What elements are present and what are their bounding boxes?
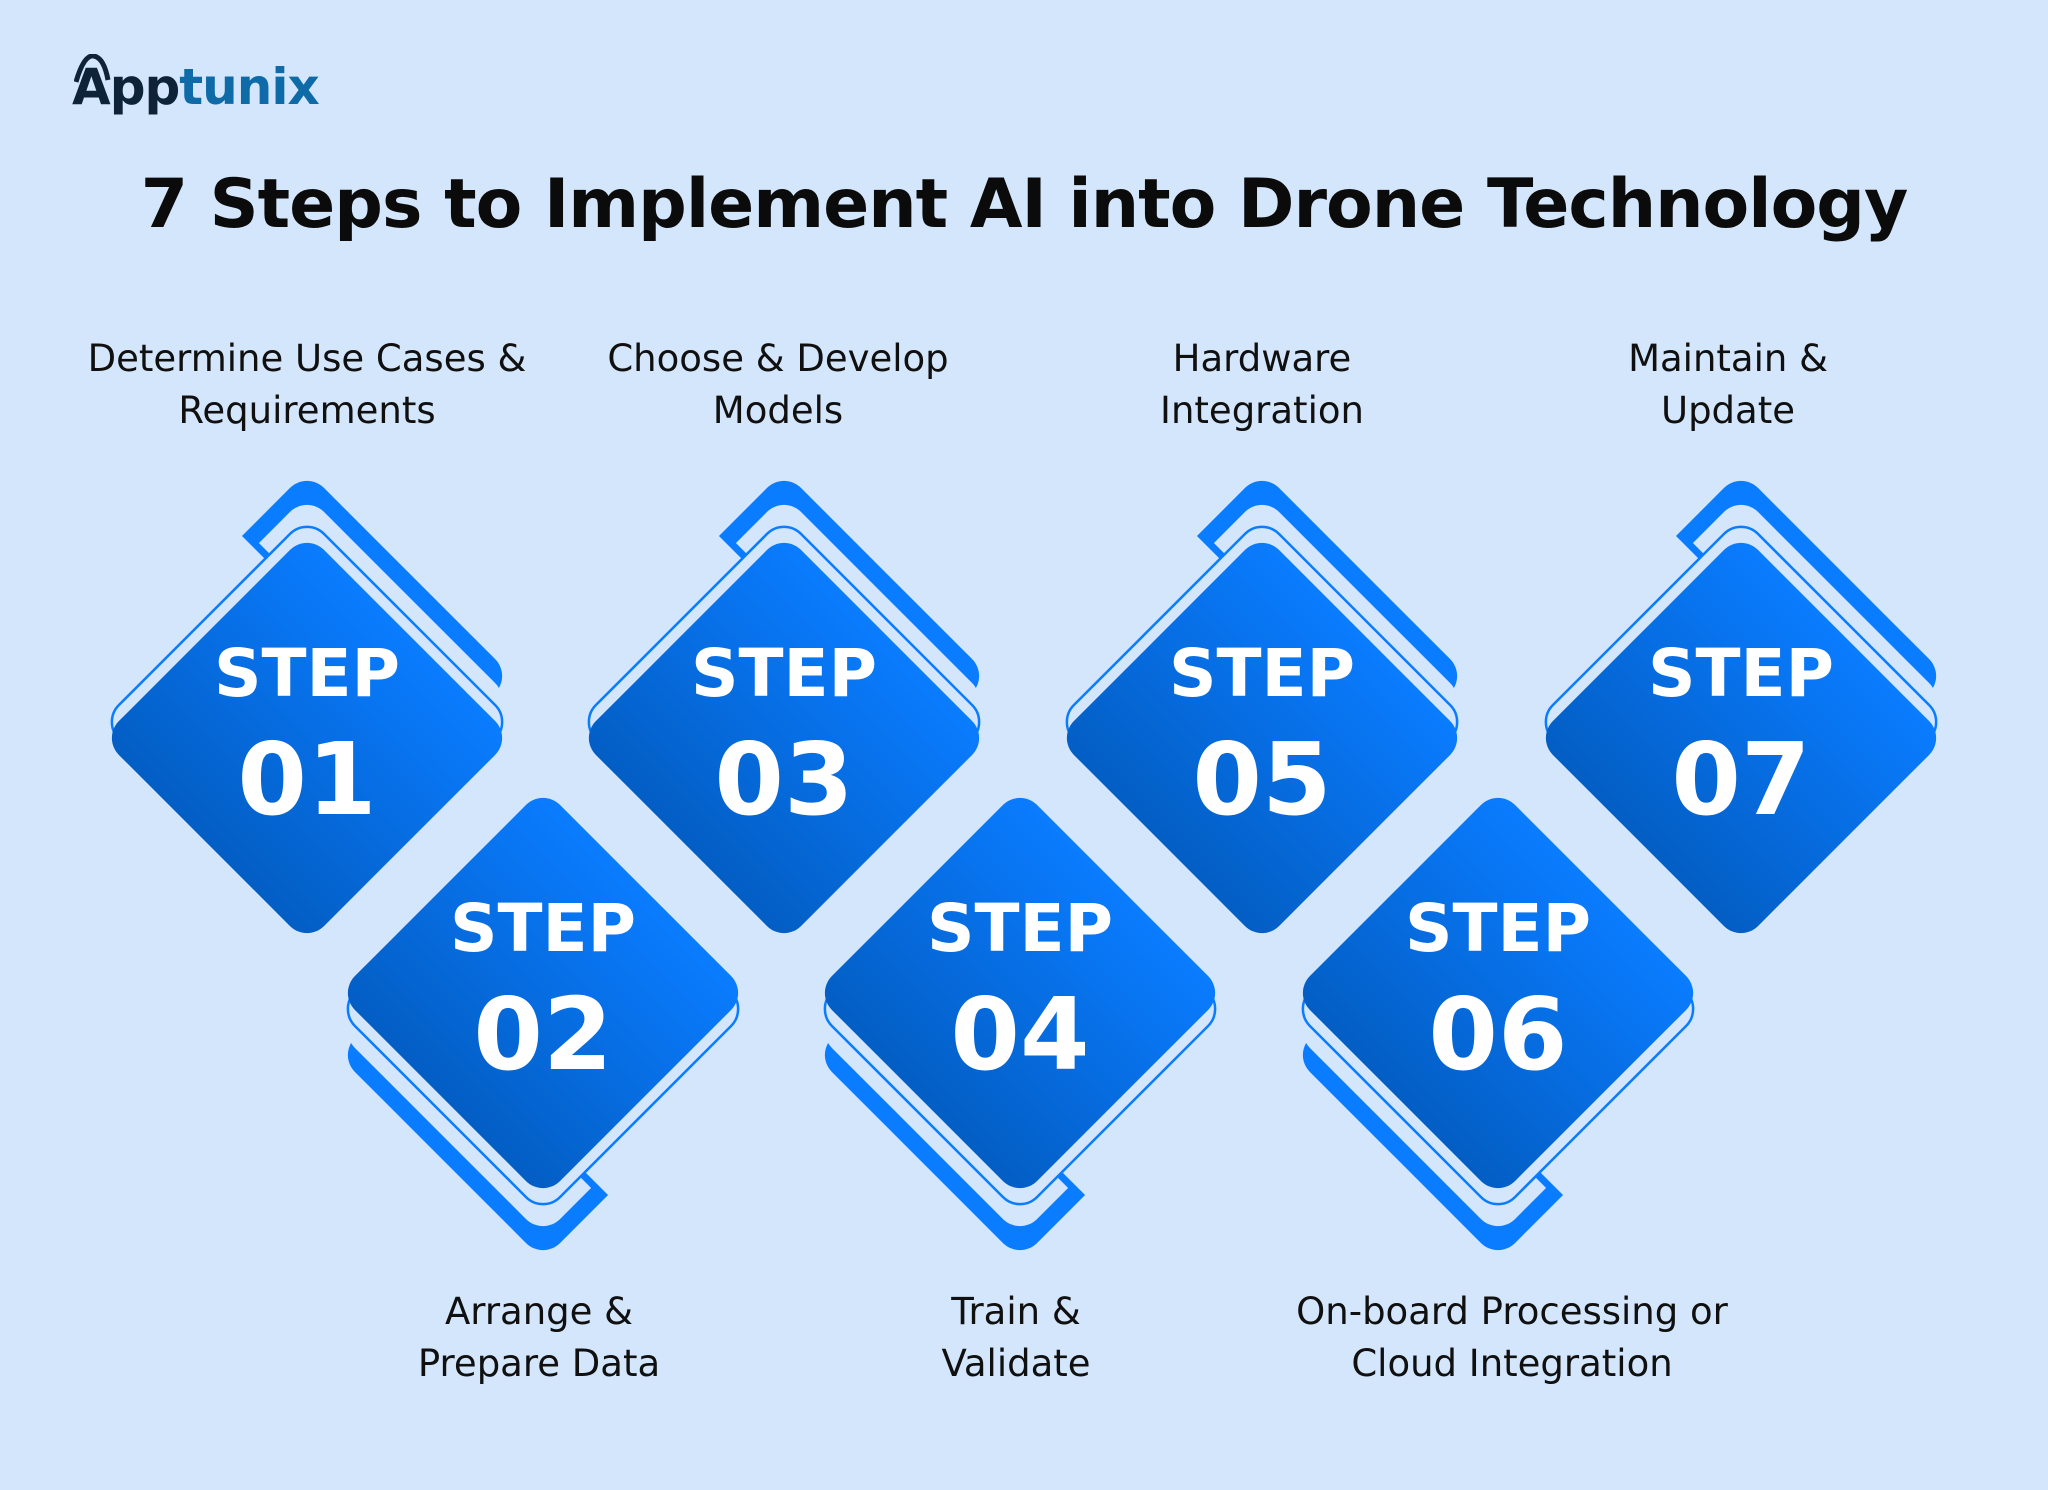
step-number: 03: [714, 721, 853, 838]
label-line: Arrange &: [444, 1290, 634, 1333]
label-line: Train &: [951, 1290, 1081, 1333]
label-line: Maintain &: [1628, 337, 1828, 380]
step-word: STEP: [1648, 635, 1834, 712]
label-line: Models: [712, 389, 844, 432]
step-02-diamond: STEP 02: [346, 797, 740, 1251]
step-03-diamond: STEP 03: [587, 480, 981, 934]
page-title: 7 Steps to Implement AI into Drone Techn…: [140, 165, 1909, 244]
step-word: STEP: [927, 890, 1113, 967]
step-word: STEP: [450, 890, 636, 967]
step-06-label: On-board Processing or Cloud Integration: [1296, 1286, 1728, 1390]
step-word: STEP: [691, 635, 877, 712]
diamond-main: [1302, 797, 1694, 1189]
diamond-main: [111, 542, 503, 934]
step-word: STEP: [1169, 635, 1355, 712]
logo-arc-icon: [74, 54, 111, 83]
step-word: STEP: [1405, 890, 1591, 967]
label-line: Validate: [941, 1342, 1091, 1385]
step-05-diamond: STEP 05: [1065, 480, 1459, 934]
step-04-label: Train & Validate: [941, 1286, 1090, 1390]
diamond-main: [824, 797, 1216, 1189]
diamond-main: [347, 797, 739, 1189]
diamond-main: [1545, 542, 1937, 934]
label-line: Update: [1660, 389, 1795, 432]
step-number: 02: [473, 976, 612, 1093]
step-07-diamond: STEP 07: [1544, 480, 1938, 934]
label-line: On-board Processing or: [1296, 1290, 1728, 1333]
logo-text-app: App: [72, 58, 180, 116]
step-06-diamond: STEP 06: [1301, 797, 1695, 1251]
step-02-label: Arrange & Prepare Data: [418, 1286, 660, 1390]
step-number: 01: [237, 721, 376, 838]
label-line: Prepare Data: [417, 1342, 661, 1385]
step-number: 07: [1671, 721, 1810, 838]
label-line: Integration: [1160, 389, 1364, 432]
step-number: 06: [1428, 976, 1567, 1093]
diamond-main: [1066, 542, 1458, 934]
step-01-label: Determine Use Cases & Requirements: [88, 333, 527, 437]
diamond-main: [588, 542, 980, 934]
label-line: Cloud Integration: [1351, 1342, 1673, 1385]
step-number: 05: [1192, 721, 1331, 838]
label-line: Hardware: [1172, 337, 1352, 380]
label-line: Determine Use Cases &: [87, 337, 527, 380]
step-04-diamond: STEP 04: [823, 797, 1217, 1251]
step-01-diamond: STEP 01: [110, 480, 504, 934]
step-07-label: Maintain & Update: [1628, 333, 1828, 437]
step-word: STEP: [214, 635, 400, 712]
label-line: Requirements: [178, 389, 436, 432]
label-line: Choose & Develop: [607, 337, 949, 380]
step-number: 04: [950, 976, 1089, 1093]
logo-text-tunix: tunix: [179, 58, 319, 116]
apptunix-logo: Apptunix: [72, 58, 320, 116]
